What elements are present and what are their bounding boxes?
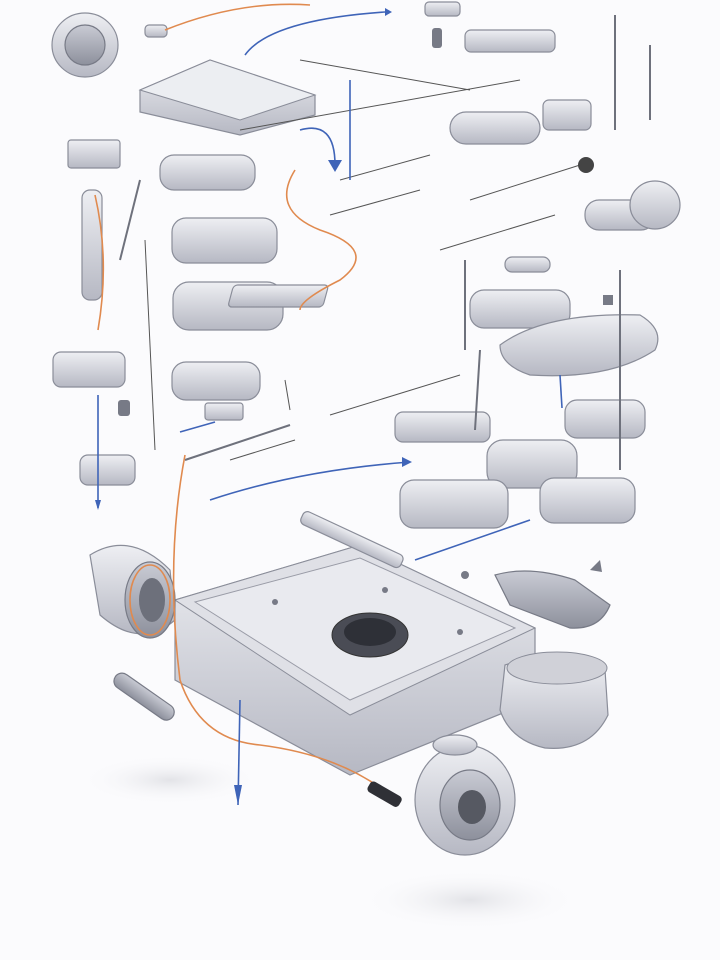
- cylinder-4-end: [629, 180, 681, 230]
- plate-large: [499, 314, 659, 377]
- dark-plate: [494, 570, 611, 629]
- wheel-left: [89, 544, 176, 639]
- cup-part: [499, 651, 609, 749]
- tray-10: [399, 479, 509, 529]
- tiny-block-2: [144, 24, 168, 38]
- bracket: [394, 411, 491, 443]
- pipe-vertical: [81, 189, 103, 301]
- wheel-top-left: [51, 12, 119, 78]
- tray-5: [52, 351, 126, 388]
- wheel-right: [414, 734, 516, 856]
- tray-2: [171, 217, 278, 264]
- arrowheads: [95, 8, 412, 805]
- top-lid: [138, 59, 317, 136]
- box-small: [67, 139, 121, 169]
- rods: [119, 15, 651, 470]
- fasteners: [118, 28, 613, 635]
- tiny-block: [424, 1, 461, 17]
- small-knob: [504, 256, 551, 273]
- base-tray: [173, 544, 537, 776]
- tray-9: [486, 439, 578, 489]
- tray-7: [469, 289, 571, 329]
- tray-11: [539, 477, 636, 524]
- slab: [228, 284, 329, 308]
- tray-8: [564, 399, 646, 439]
- small-square: [204, 402, 244, 421]
- floor-shadow: [80, 755, 260, 805]
- cylinder-2: [542, 99, 592, 131]
- cylinder-3: [464, 29, 556, 53]
- knob-left: [113, 672, 175, 721]
- connector: [367, 781, 402, 807]
- cylinder-1: [449, 111, 541, 145]
- tray-4: [171, 361, 261, 401]
- blue-arrows: [97, 11, 563, 806]
- tray-1: [159, 154, 256, 191]
- bar-top: [300, 511, 404, 569]
- tray-6: [79, 454, 136, 486]
- orange-wires: [94, 3, 391, 796]
- floor-shadow: [360, 870, 580, 930]
